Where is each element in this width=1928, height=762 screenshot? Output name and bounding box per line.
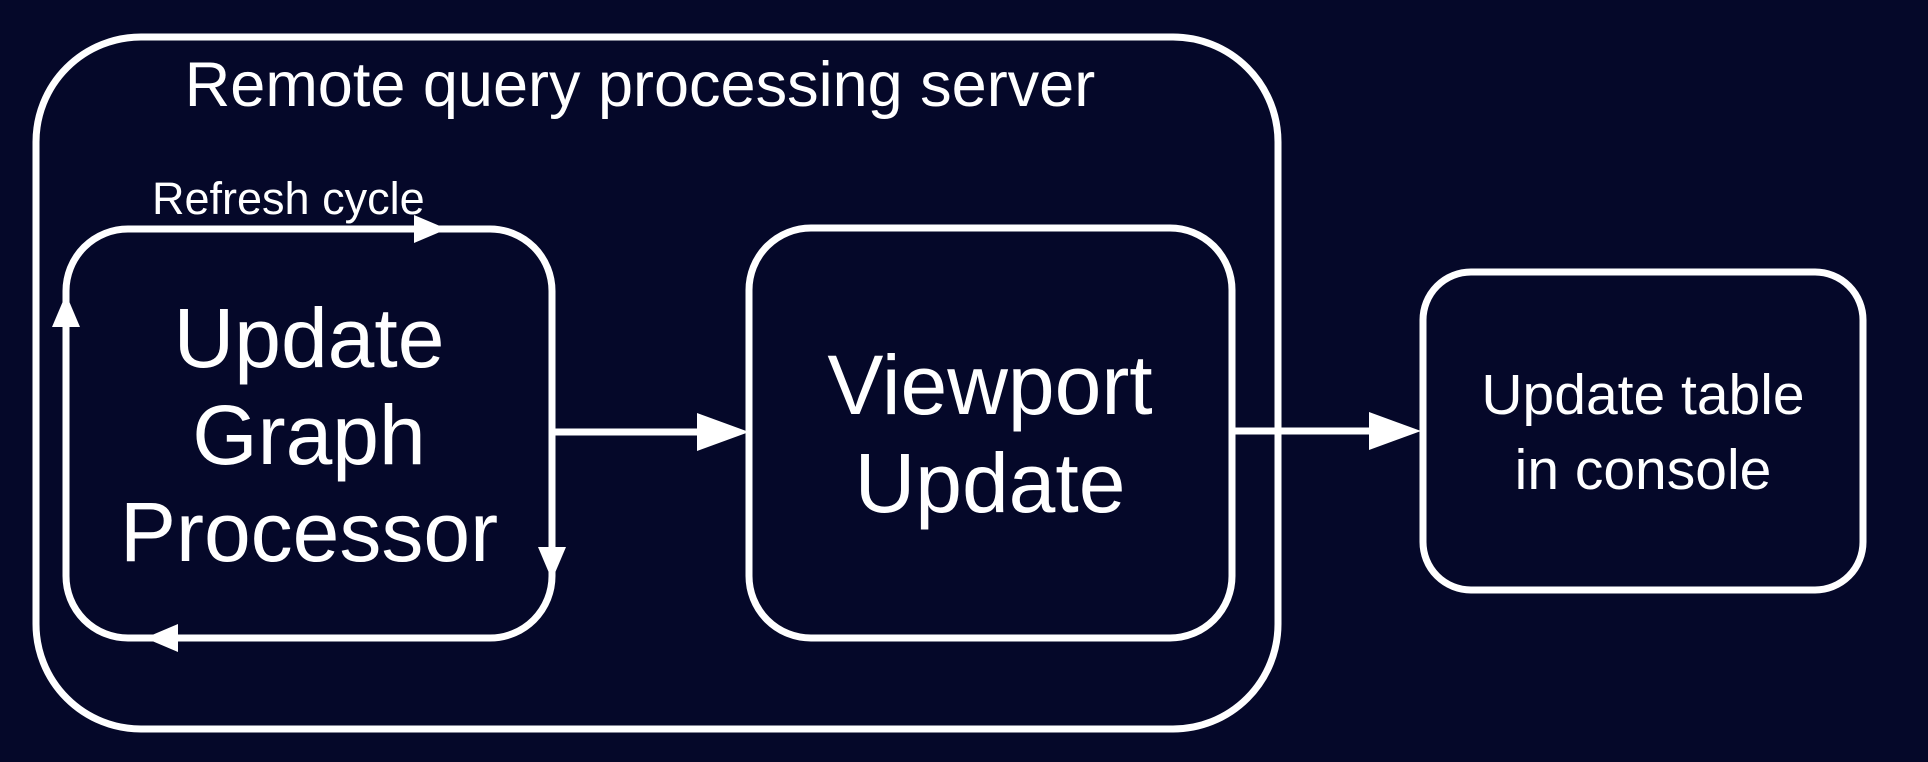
update-table-in-console-node: Update table in console <box>1419 268 1867 594</box>
edge-viewport-to-console-arrowhead-icon <box>1369 412 1421 450</box>
refresh-cycle-arrowhead-top-icon <box>414 215 447 243</box>
refresh-cycle-arrowhead-right-icon <box>538 547 566 580</box>
update-graph-processor-label-line2: Graph <box>192 388 425 482</box>
edge-graph-processor-to-viewport <box>552 413 749 451</box>
refresh-cycle-label: Refresh cycle <box>152 173 425 224</box>
edge-viewport-to-console <box>1232 412 1421 450</box>
update-graph-processor-label-line1: Update <box>174 291 445 385</box>
refresh-cycle-arrowhead-left-icon <box>52 294 80 327</box>
viewport-update-label-line1: Viewport <box>827 338 1152 432</box>
update-table-in-console-label-line1: Update table <box>1481 363 1804 427</box>
viewport-update-node: Viewport Update <box>745 224 1236 642</box>
remote-query-processing-server-container <box>32 33 1282 733</box>
refresh-cycle-arrowhead-bottom-icon <box>145 624 178 652</box>
remote-query-processing-server-group: Remote query processing server <box>32 33 1282 733</box>
update-table-in-console-label-line2: in console <box>1515 438 1772 502</box>
edge-graph-processor-to-viewport-arrowhead-icon <box>697 413 749 451</box>
update-table-in-console-box <box>1419 268 1867 594</box>
update-graph-processor-node: Refresh cycle Update Graph Processor <box>52 173 566 652</box>
viewport-update-label-line2: Update <box>855 436 1126 530</box>
update-graph-processor-label-line3: Processor <box>120 485 498 579</box>
remote-query-processing-server-label: Remote query processing server <box>185 50 1095 120</box>
